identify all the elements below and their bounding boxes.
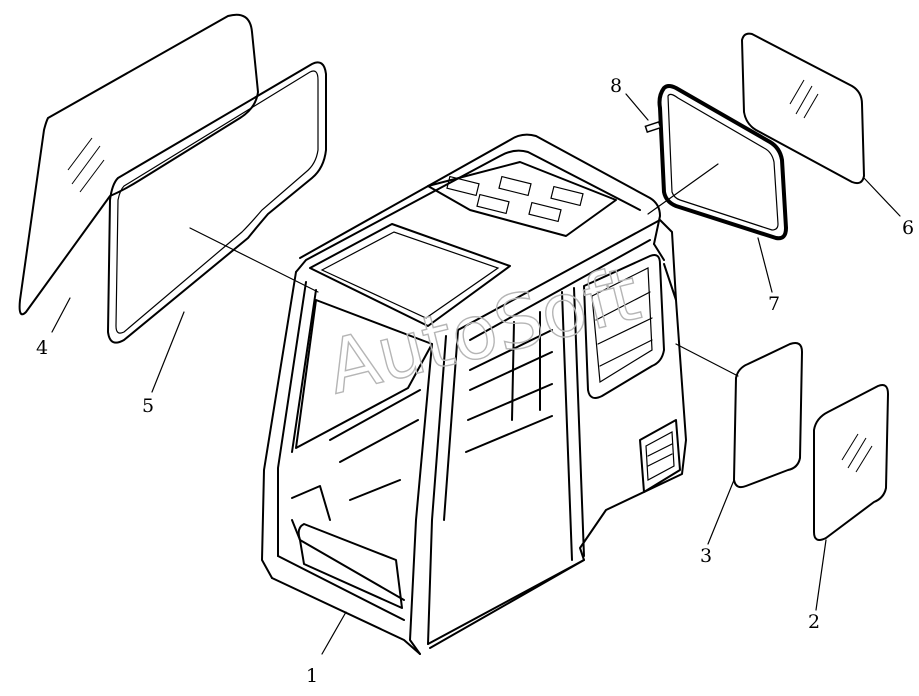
part-2-right-lower-glass bbox=[813, 384, 889, 541]
callout-6: 6 bbox=[902, 217, 914, 239]
callout-8: 8 bbox=[610, 75, 622, 97]
part-5-left-rear-glass bbox=[107, 61, 327, 344]
part-8-pin bbox=[644, 121, 662, 133]
leader-7 bbox=[757, 237, 773, 293]
callout-4: 4 bbox=[36, 337, 48, 359]
leader-3 bbox=[707, 479, 735, 545]
part-4-left-glass bbox=[18, 13, 259, 316]
watermark: AutoSoft bbox=[319, 251, 648, 411]
callout-2: 2 bbox=[808, 611, 820, 633]
leader-5-to-cab bbox=[189, 227, 319, 293]
callout-1: 1 bbox=[306, 665, 318, 687]
leader-3-to-cab bbox=[675, 343, 739, 377]
part-3-right-small-glass bbox=[733, 342, 803, 489]
callout-7: 7 bbox=[768, 293, 780, 315]
part-6-right-upper-glass bbox=[741, 32, 865, 185]
callout-5: 5 bbox=[142, 395, 154, 417]
callout-3: 3 bbox=[700, 545, 712, 567]
leader-6 bbox=[863, 177, 901, 217]
leader-8 bbox=[625, 93, 649, 121]
leader-lines bbox=[51, 93, 901, 655]
leader-7-to-cab bbox=[647, 163, 719, 215]
leader-5 bbox=[151, 311, 185, 393]
part-7-window-seal bbox=[657, 84, 788, 241]
leader-4 bbox=[51, 297, 71, 333]
part-1-cab-frame bbox=[261, 133, 687, 655]
leader-2 bbox=[815, 539, 827, 611]
callout-labels: 1 2 3 4 5 6 7 8 bbox=[36, 75, 914, 687]
leader-1 bbox=[321, 611, 347, 655]
